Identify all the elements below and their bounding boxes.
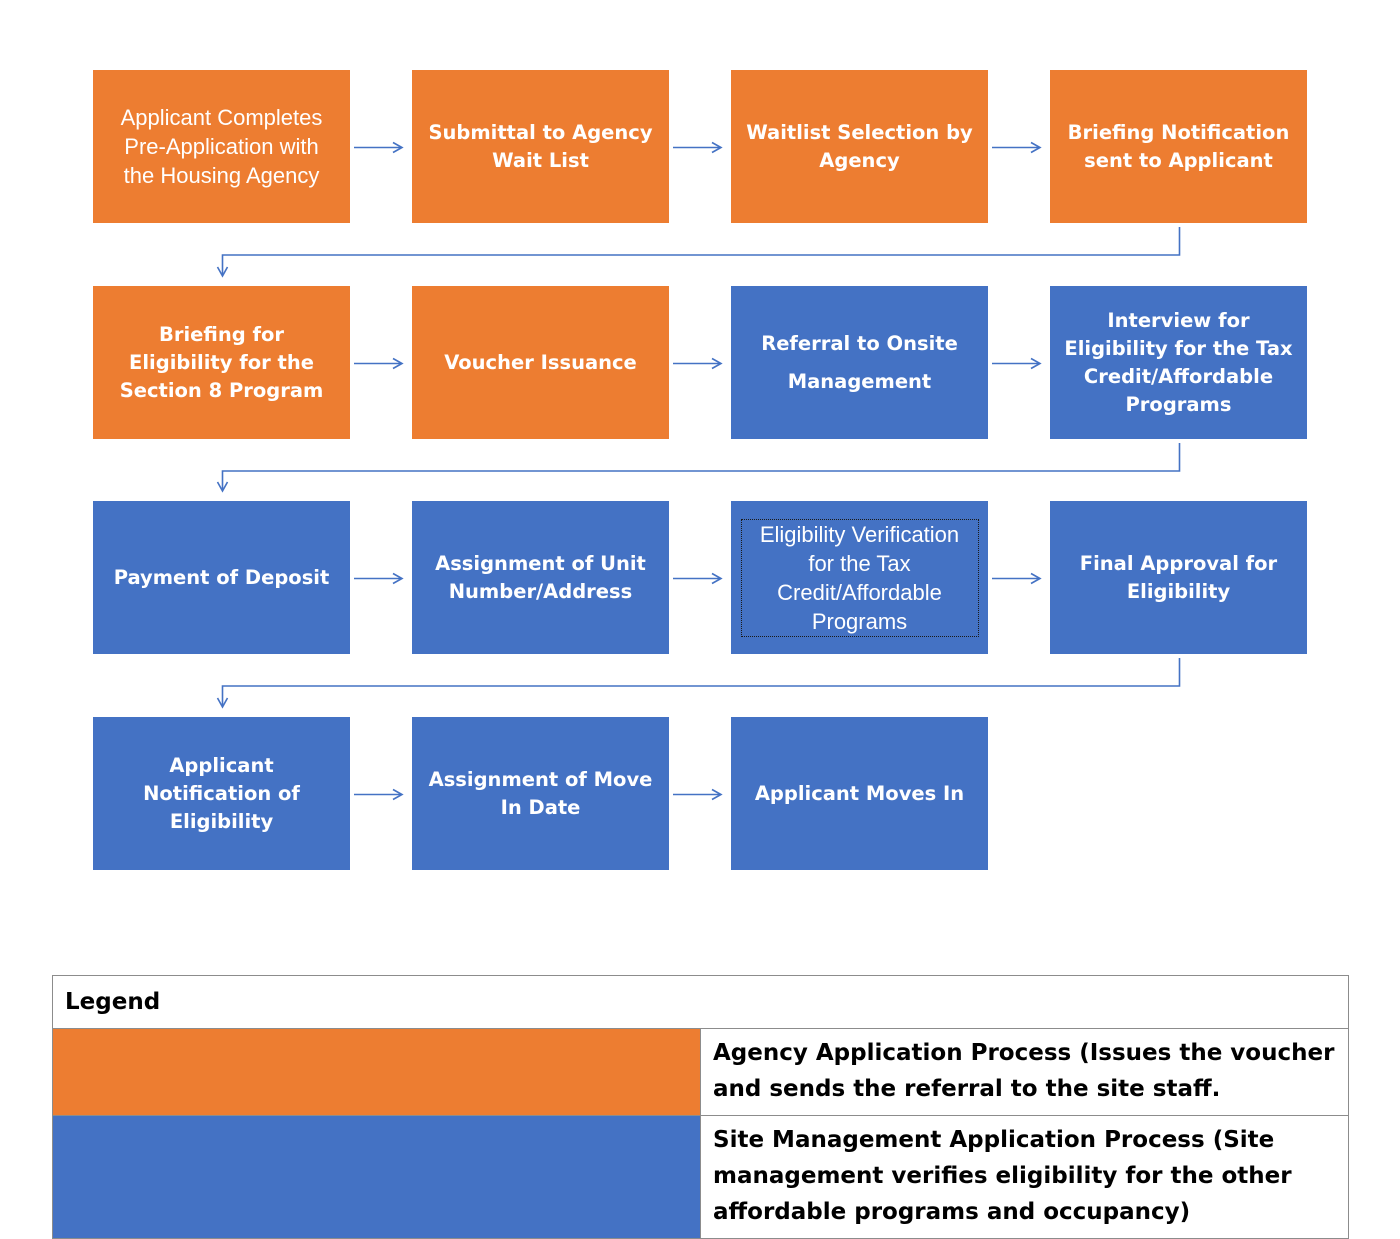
step-4-label: Briefing Notification sent to Applicant — [1067, 120, 1290, 172]
flow-arrowhead-14 — [711, 788, 723, 801]
flow-arrowhead-8 — [216, 481, 229, 493]
flow-arrowhead-2 — [711, 141, 723, 154]
flow-connector-4 — [221, 227, 1181, 276]
flow-arrowhead-9 — [392, 572, 404, 585]
step-1-label: Applicant Completes Pre-Application with… — [120, 105, 323, 188]
step-10-box: Assignment of Unit Number/Address — [412, 501, 669, 654]
step-14-box: Assignment of Move In Date — [412, 717, 669, 870]
step-12-label: Final Approval for Eligibility — [1079, 551, 1278, 603]
flow-arrowhead-13 — [392, 788, 404, 801]
flow-arrowhead-10 — [711, 572, 723, 585]
flow-arrowhead-11 — [1030, 572, 1042, 585]
step-8-label: Interview for Eligibility for the Tax Cr… — [1064, 308, 1293, 416]
flow-arrowhead-3 — [1030, 141, 1042, 154]
step-15-box: Applicant Moves In — [731, 717, 988, 870]
flow-connector-8 — [221, 443, 1181, 491]
step-2-box: Submittal to Agency Wait List — [412, 70, 669, 223]
legend-table: Legend Agency Application Process (Issue… — [52, 975, 1349, 1239]
flow-arrowhead-6 — [711, 357, 723, 370]
flow-arrowhead-5 — [392, 357, 404, 370]
step-7-label: Referral to Onsite Management — [761, 331, 958, 393]
flow-connector-12 — [221, 658, 1181, 707]
step-11-label: Eligibility Verification for the Tax Cre… — [759, 521, 960, 634]
step-8-box: Interview for Eligibility for the Tax Cr… — [1050, 286, 1307, 439]
step-6-box: Voucher Issuance — [412, 286, 669, 439]
step-13-box: Applicant Notification of Eligibility — [93, 717, 350, 870]
step-1-box: Applicant Completes Pre-Application with… — [93, 70, 350, 223]
step-5-box: Briefing for Eligibility for the Section… — [93, 286, 350, 439]
step-13-label: Applicant Notification of Eligibility — [143, 753, 300, 833]
step-3-label: Waitlist Selection by Agency — [746, 120, 973, 172]
legend-title: Legend — [52, 975, 1349, 1029]
flow-connectors — [216, 141, 1181, 801]
step-3-box: Waitlist Selection by Agency — [731, 70, 988, 223]
step-4-box: Briefing Notification sent to Applicant — [1050, 70, 1307, 223]
legend-site-text: Site Management Application Process (Sit… — [700, 1115, 1349, 1239]
step-6-label: Voucher Issuance — [444, 350, 637, 374]
process-flowchart: Applicant Completes Pre-Application with… — [93, 70, 1307, 870]
step-15-label: Applicant Moves In — [754, 781, 965, 805]
step-10-label: Assignment of Unit Number/Address — [435, 551, 646, 603]
step-7-box: Referral to Onsite Management — [731, 286, 988, 439]
step-14-label: Assignment of Move In Date — [428, 767, 653, 819]
legend-agency-text: Agency Application Process (Issues the v… — [700, 1028, 1349, 1116]
step-9-box: Payment of Deposit — [93, 501, 350, 654]
flow-arrowhead-12 — [216, 697, 229, 709]
legend-site-swatch — [52, 1115, 701, 1239]
step-12-box: Final Approval for Eligibility — [1050, 501, 1307, 654]
step-5-label: Briefing for Eligibility for the Section… — [119, 322, 324, 402]
step-11-textframe: Eligibility Verification for the Tax Cre… — [740, 518, 979, 637]
flow-arrowhead-7 — [1030, 357, 1042, 370]
step-9-label: Payment of Deposit — [113, 565, 330, 589]
step-11-box: Eligibility Verification for the Tax Cre… — [731, 501, 988, 654]
flow-arrowhead-4 — [216, 266, 229, 278]
step-2-label: Submittal to Agency Wait List — [428, 120, 653, 172]
flow-arrowhead-1 — [392, 141, 404, 154]
legend-agency-swatch — [52, 1028, 701, 1116]
